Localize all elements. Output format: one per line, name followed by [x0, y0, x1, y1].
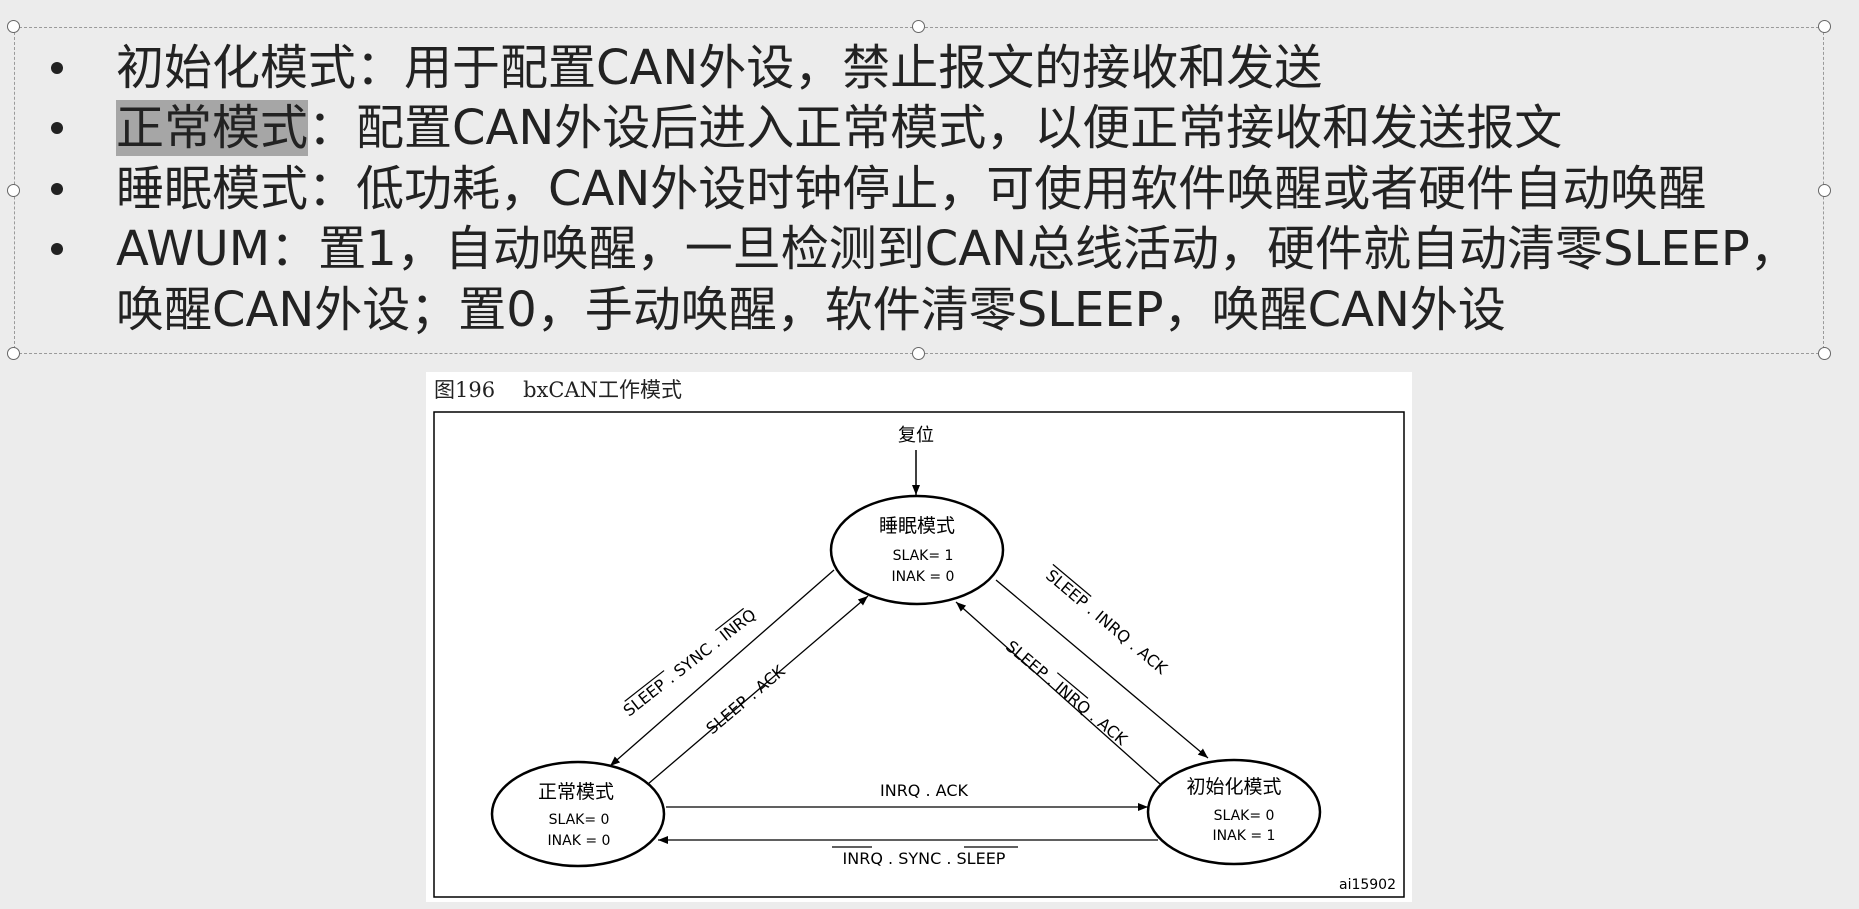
resize-handle-top-right[interactable]	[1818, 20, 1831, 33]
arrow-sleep-to-init	[995, 579, 1209, 759]
state-init-name: 初始化模式	[1186, 776, 1281, 798]
state-normal-ellipse	[490, 760, 666, 868]
label-sleep-to-init: SLEEP . INRQ . ACK	[1042, 566, 1171, 679]
label-normal-to-init: INRQ . ACK	[880, 781, 968, 800]
resize-handle-bottom-right[interactable]	[1818, 347, 1831, 360]
bullet-text: 唤醒CAN外设；置0，手动唤醒，软件清零SLEEP，唤醒CAN外设	[116, 282, 1506, 338]
state-normal-name: 正常模式	[538, 781, 614, 803]
state-init-slak: SLAK= 0	[1214, 808, 1275, 824]
overline-sleep	[624, 670, 665, 702]
state-sleep: 睡眠模式 SLAK= 1 INAK = 0	[829, 494, 1005, 606]
state-sleep-inak: INAK = 0	[892, 569, 955, 585]
state-init-inak: INAK = 1	[1213, 828, 1276, 844]
bullet-dot-icon	[51, 122, 63, 134]
state-normal-inak: INAK = 0	[548, 833, 611, 849]
diagram-frame	[433, 411, 1405, 898]
overline-inrq	[714, 607, 745, 632]
resize-handle-bottom-left[interactable]	[7, 347, 20, 360]
arrow-normal-to-sleep	[647, 595, 869, 785]
label-normal-to-sleep: SLEEP . ACK	[702, 661, 789, 738]
bullet-text: 睡眠模式：低功耗，CAN外设时钟停止，可使用软件唤醒或者硬件自动唤醒	[116, 161, 1707, 217]
bullet-dot-icon	[51, 183, 63, 195]
arrow-init-to-sleep	[955, 601, 1161, 785]
bullet-text: 初始化模式：用于配置CAN外设，禁止报文的接收和发送	[116, 40, 1323, 96]
bullet-dot-icon	[51, 243, 63, 255]
figure-caption: 图196 bxCAN工作模式	[434, 374, 682, 404]
resize-handle-top-center[interactable]	[912, 20, 925, 33]
state-sleep-slak: SLAK= 1	[893, 548, 954, 564]
diagram-svg: 复位 睡眠模式 SLAK= 1 INAK = 0 正常模式 SLAK= 0 IN…	[433, 411, 1405, 898]
bullet-dot-icon	[51, 62, 63, 74]
resize-handle-middle-right[interactable]	[1818, 184, 1831, 197]
state-sleep-ellipse	[829, 494, 1005, 606]
state-init: 初始化模式 SLAK= 0 INAK = 1	[1146, 758, 1322, 866]
overline-sleep-2	[1052, 563, 1092, 597]
bxcan-mode-diagram[interactable]: 图196 bxCAN工作模式 复位 睡眠模式 SLAK= 1 INAK = 0 正…	[426, 372, 1412, 902]
figure-title: bxCAN工作模式	[523, 378, 682, 402]
overline-inrq-2	[1056, 672, 1089, 699]
label-init-to-sleep: SLEEP . INRQ . ACK	[1002, 637, 1131, 750]
bullet-text-rest: ：配置CAN外设后进入正常模式，以便正常接收和发送报文	[308, 100, 1563, 156]
figure-number: 图196	[434, 378, 496, 402]
state-init-ellipse	[1146, 758, 1322, 866]
label-init-to-normal: INRQ . SYNC . SLEEP	[843, 849, 1006, 868]
state-normal-slak: SLAK= 0	[549, 812, 610, 828]
text-box[interactable]: 初始化模式：用于配置CAN外设，禁止报文的接收和发送 正常模式：配置CAN外设后…	[14, 27, 1824, 354]
figure-id-label: ai15902	[1339, 877, 1396, 893]
state-normal: 正常模式 SLAK= 0 INAK = 0	[490, 760, 666, 868]
state-sleep-name: 睡眠模式	[879, 515, 955, 537]
highlighted-text: 正常模式	[116, 100, 309, 156]
arrow-sleep-to-normal	[609, 569, 835, 767]
reset-label: 复位	[898, 425, 934, 446]
resize-handle-bottom-center[interactable]	[912, 347, 925, 360]
bullet-text: AWUM：置1，自动唤醒，一旦检测到CAN总线活动，硬件就自动清零SLEEP，	[116, 221, 1798, 277]
resize-handle-top-left[interactable]	[7, 20, 20, 33]
bullet-text: 正常模式：配置CAN外设后进入正常模式，以便正常接收和发送报文	[116, 100, 1562, 156]
resize-handle-middle-left[interactable]	[7, 184, 20, 197]
